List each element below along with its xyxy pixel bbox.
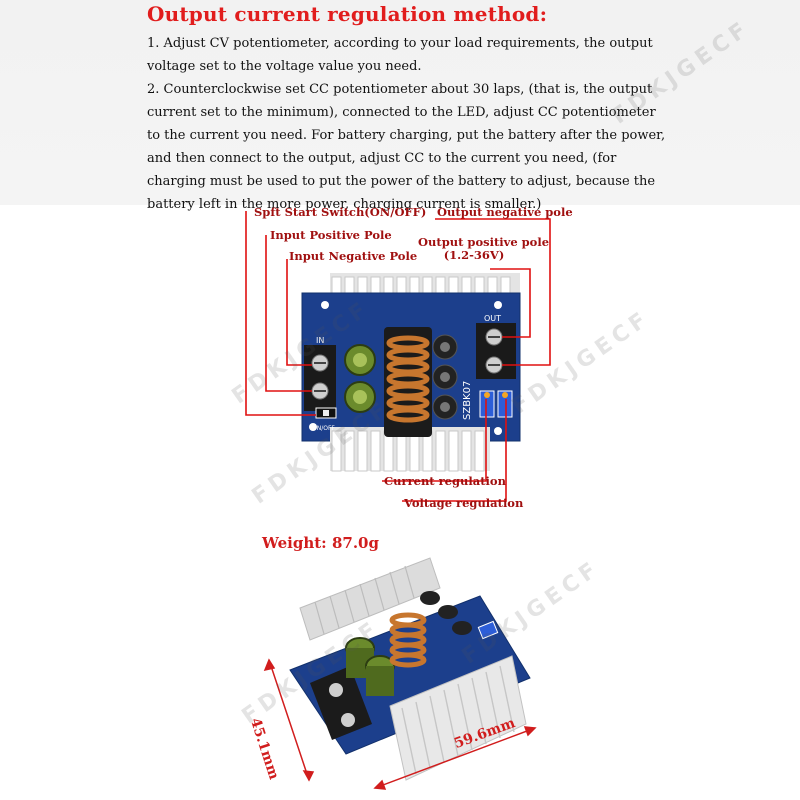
section-heading: Output current regulation method:: [147, 2, 548, 26]
callout-soft-start-switch: Spft Start Switch(ON/OFF): [254, 205, 427, 219]
callout-output-negative-pole: Output negative pole: [437, 205, 573, 219]
instruction-step-1: 1. Adjust CV potentiometer, according to…: [147, 36, 653, 74]
terminal-block-perspective: [310, 666, 372, 740]
board-top-view: IN ON/OFF SZBK07 OUT: [245, 211, 551, 502]
output-terminal-block: [476, 323, 516, 379]
instruction-step-2: 2. Counterclockwise set CC potentiometer…: [147, 82, 666, 212]
callout-output-positive-range: (1.2-36V): [443, 248, 505, 262]
board-perspective-view: [289, 557, 531, 781]
board-label-out: OUT: [484, 314, 501, 323]
callout-lines: [245, 211, 551, 502]
callout-current-regulation: Current regulation: [384, 474, 506, 488]
board-model-label: SZBK07: [462, 381, 473, 420]
callout-input-positive-pole: Input Positive Pole: [270, 228, 392, 242]
dimension-lines: [263, 658, 537, 790]
board-label-switch: ON/OFF: [312, 425, 335, 432]
instruction-panel: [0, 0, 800, 205]
heatsink-back: [299, 557, 441, 641]
input-capacitors: [344, 344, 376, 413]
callout-output-positive-label: Output positive pole: [418, 235, 550, 249]
potentiometers-perspective: [477, 620, 499, 640]
callout-input-negative-pole: Input Negative Pole: [289, 249, 418, 263]
capacitors-perspective: [345, 591, 472, 696]
callout-voltage-regulation: Voltage regulation: [404, 496, 524, 510]
output-capacitors: [432, 334, 458, 420]
heatsink-bottom: [330, 427, 490, 472]
inductor-perspective: [389, 612, 427, 668]
heatsink-front: [389, 655, 527, 781]
input-terminal-block: [304, 345, 336, 411]
callout-output-positive-pole: Output positive pole (1.2-36V): [418, 235, 550, 262]
toroidal-inductor: [384, 327, 432, 437]
board-label-in: IN: [316, 336, 324, 345]
potentiometers: [479, 390, 513, 418]
weight-label: Weight: 87.0g: [262, 534, 379, 552]
